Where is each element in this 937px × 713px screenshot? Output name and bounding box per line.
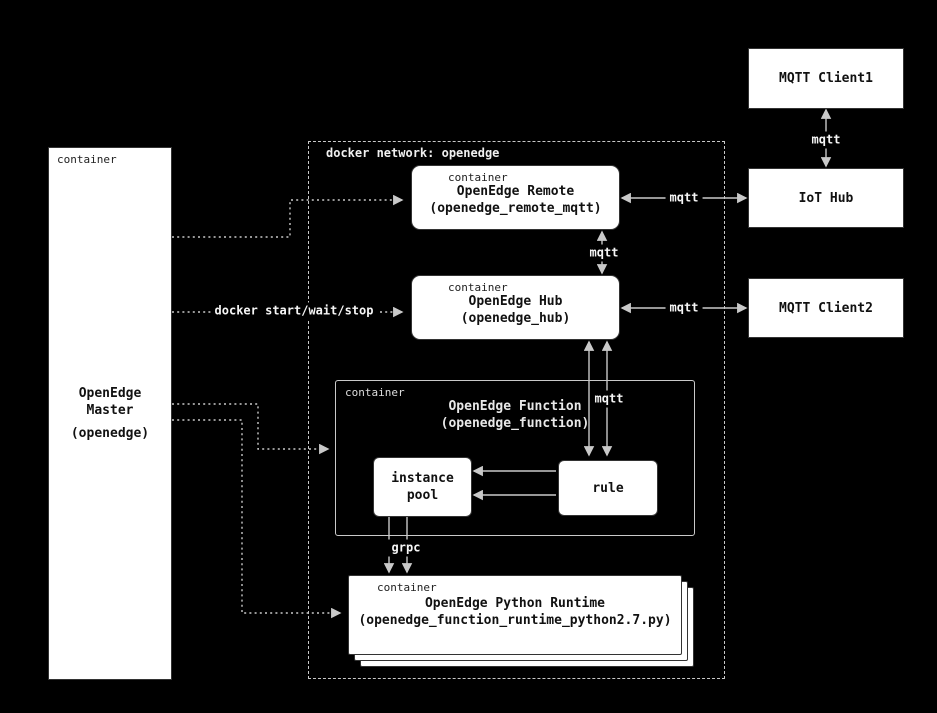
openedge-hub-node: container OpenEdge Hub (openedge_hub): [411, 275, 620, 340]
rule-label: rule: [592, 480, 624, 496]
master-title-line3: (openedge): [70, 426, 150, 441]
instance-pool-node: instance pool: [373, 457, 472, 517]
remote-title: OpenEdge Remote (openedge_remote_mqtt): [412, 183, 619, 217]
dotted-master-remote: [172, 194, 404, 238]
dotted-master-runtime: [172, 419, 342, 619]
mqtt-client1-node: MQTT Client1: [748, 48, 904, 109]
mqtt-client1-label: MQTT Client1: [779, 71, 873, 86]
rule-node: rule: [558, 460, 658, 516]
mqtt-label-client1-iothub: mqtt: [807, 131, 845, 149]
docker-cmd-label: docker start/wait/stop: [210, 302, 378, 320]
remote-subtitle-line: (openedge_remote_mqtt): [429, 201, 602, 216]
master-title: OpenEdge Master (openedge): [49, 385, 171, 442]
function-title: OpenEdge Function (openedge_function): [336, 398, 694, 432]
openedge-remote-node: container OpenEdge Remote (openedge_remo…: [411, 165, 620, 230]
runtime-title-line: OpenEdge Python Runtime: [424, 596, 605, 611]
function-subtitle-line: (openedge_function): [440, 416, 590, 431]
container-label: container: [448, 281, 508, 294]
mqtt-label-iothub-remote: mqtt: [665, 189, 703, 207]
docker-network-label: docker network: openedge: [326, 146, 500, 160]
mqtt-label-remote-hub: mqtt: [585, 244, 623, 262]
master-title-line1: OpenEdge: [78, 386, 142, 401]
mqtt-client2-label: MQTT Client2: [779, 300, 873, 316]
master-container-node: container OpenEdge Master (openedge): [48, 147, 172, 680]
container-label: container: [57, 153, 117, 166]
iot-hub-node: IoT Hub: [748, 168, 904, 228]
openedge-function-node: container OpenEdge Function (openedge_fu…: [335, 380, 695, 536]
hub-title: OpenEdge Hub (openedge_hub): [412, 293, 619, 327]
container-label: container: [448, 171, 508, 184]
instance-pool-label: instance pool: [391, 471, 454, 503]
master-title-line2: Master: [86, 403, 134, 418]
remote-title-line: OpenEdge Remote: [456, 184, 575, 199]
hub-title-line: OpenEdge Hub: [468, 294, 563, 309]
container-label: container: [345, 386, 405, 399]
mqtt-label-hub-function: mqtt: [590, 390, 628, 408]
python-runtime-node: container OpenEdge Python Runtime (opene…: [348, 575, 682, 655]
mqtt-label-client2-hub: mqtt: [665, 299, 703, 317]
runtime-title: OpenEdge Python Runtime (openedge_functi…: [349, 595, 681, 629]
grpc-label: grpc: [387, 539, 425, 557]
function-title-line: OpenEdge Function: [448, 399, 582, 414]
container-label: container: [377, 581, 437, 594]
iot-hub-label: IoT Hub: [798, 190, 854, 206]
docker-network-boundary: docker network: openedge: [308, 141, 725, 679]
dotted-master-function: [172, 403, 330, 455]
mqtt-client2-node: MQTT Client2: [748, 278, 904, 338]
hub-subtitle-line: (openedge_hub): [460, 311, 571, 326]
runtime-subtitle-line: (openedge_function_runtime_python2.7.py): [358, 613, 672, 628]
